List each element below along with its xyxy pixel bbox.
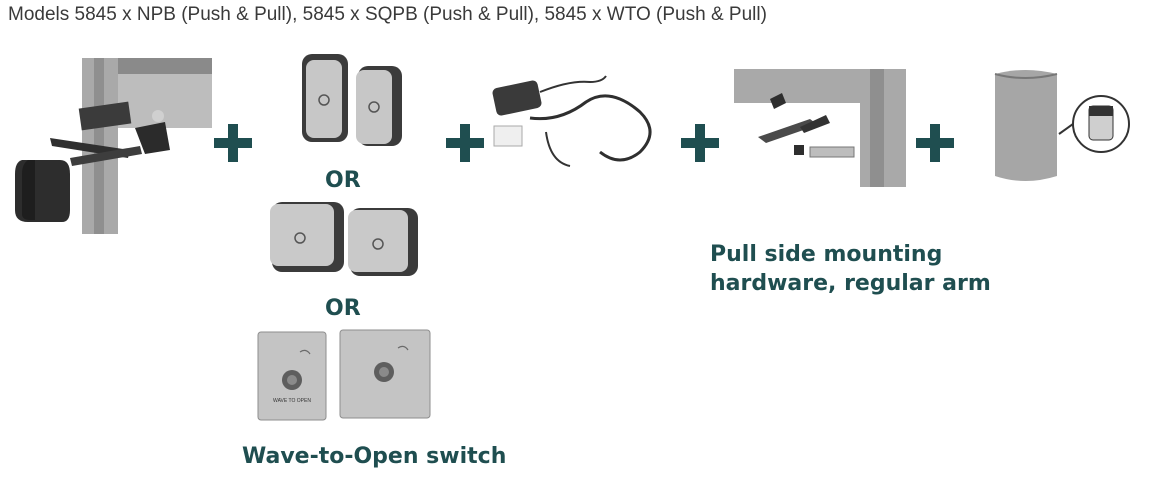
wave-to-open-plates-illustration: WAVE TO OPEN [257, 329, 431, 421]
wheelchair-icon [318, 94, 380, 113]
pull-side-caption: Pull side mounting hardware, regular arm [710, 242, 991, 296]
or-label-2: OR [325, 296, 361, 321]
power-supply-cable-illustration [492, 75, 652, 167]
narrow-push-buttons-illustration [302, 54, 402, 146]
hand-wave-icon [299, 345, 409, 355]
wave-to-open-caption: Wave-to-Open switch [242, 444, 507, 469]
plus-icon [446, 124, 484, 162]
operator-cover-illustration [994, 70, 1130, 181]
wave-plate-text: WAVE TO OPEN [273, 398, 311, 404]
plus-icon [214, 124, 252, 162]
page-title: Models 5845 x NPB (Push & Pull), 5845 x … [8, 4, 767, 25]
wheelchair-icon [294, 232, 384, 250]
plus-icon [681, 124, 719, 162]
pull-side-hardware-illustration [734, 69, 906, 187]
or-label-1: OR [325, 168, 361, 193]
plus-icon [916, 124, 954, 162]
square-push-buttons-illustration [270, 202, 418, 276]
door-operator-illustration [15, 58, 212, 234]
